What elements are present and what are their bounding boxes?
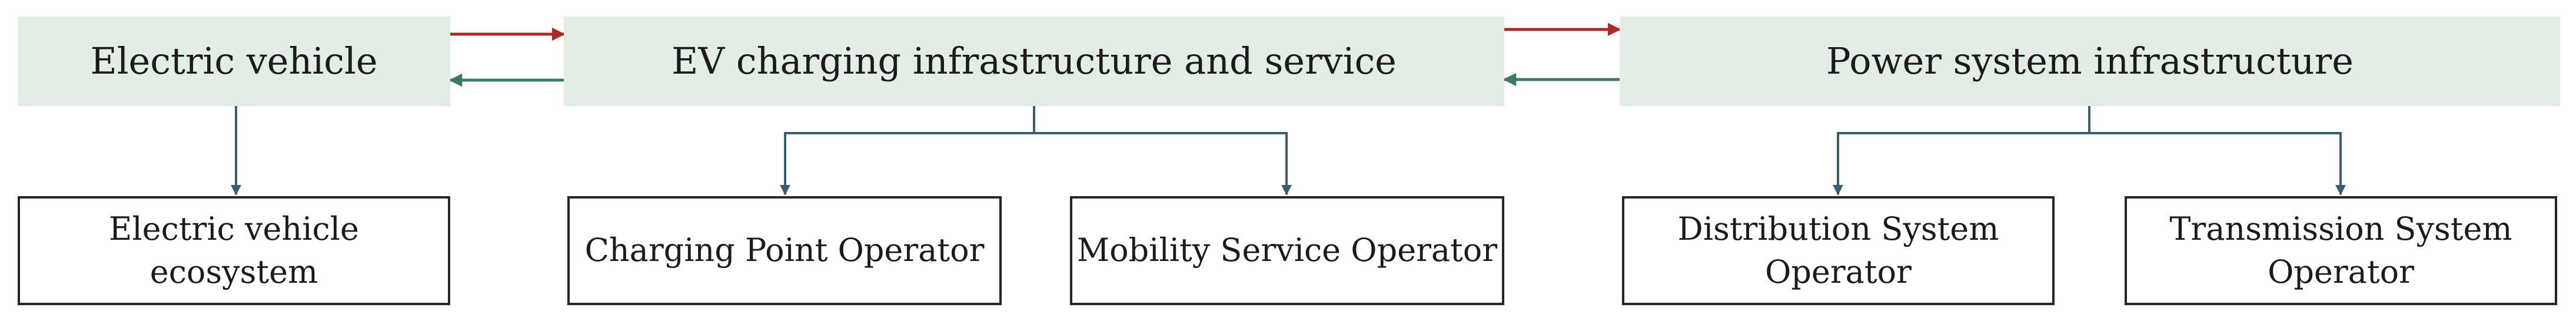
node-charging-point-operator-label: Charging Point Operator xyxy=(584,232,985,269)
node-power-system-infrastructure-label: Power system infrastructure xyxy=(1826,39,2354,82)
node-electric-vehicle: Electric vehicle xyxy=(18,16,450,106)
connector-charging-branch xyxy=(785,106,1287,134)
node-ev-ecosystem: Electric vehicle ecosystem xyxy=(18,196,450,305)
node-ev-charging-infrastructure-label: EV charging infrastructure and service xyxy=(672,39,1397,82)
node-mobility-service-operator-label: Mobility Service Operator xyxy=(1076,232,1498,269)
node-ev-charging-infrastructure: EV charging infrastructure and service xyxy=(564,16,1504,106)
node-distribution-system-operator-label: Distribution System Operator xyxy=(1677,210,1999,290)
node-power-system-infrastructure: Power system infrastructure xyxy=(1620,16,2560,106)
connector-power-branch xyxy=(1838,106,2341,134)
node-transmission-system-operator: Transmission System Operator xyxy=(2125,196,2557,305)
node-electric-vehicle-label: Electric vehicle xyxy=(90,39,378,82)
node-charging-point-operator: Charging Point Operator xyxy=(567,196,1002,305)
node-transmission-system-operator-label: Transmission System Operator xyxy=(2169,210,2512,290)
node-distribution-system-operator: Distribution System Operator xyxy=(1622,196,2055,305)
node-mobility-service-operator: Mobility Service Operator xyxy=(1070,196,1504,305)
node-ev-ecosystem-label: Electric vehicle ecosystem xyxy=(108,210,360,290)
